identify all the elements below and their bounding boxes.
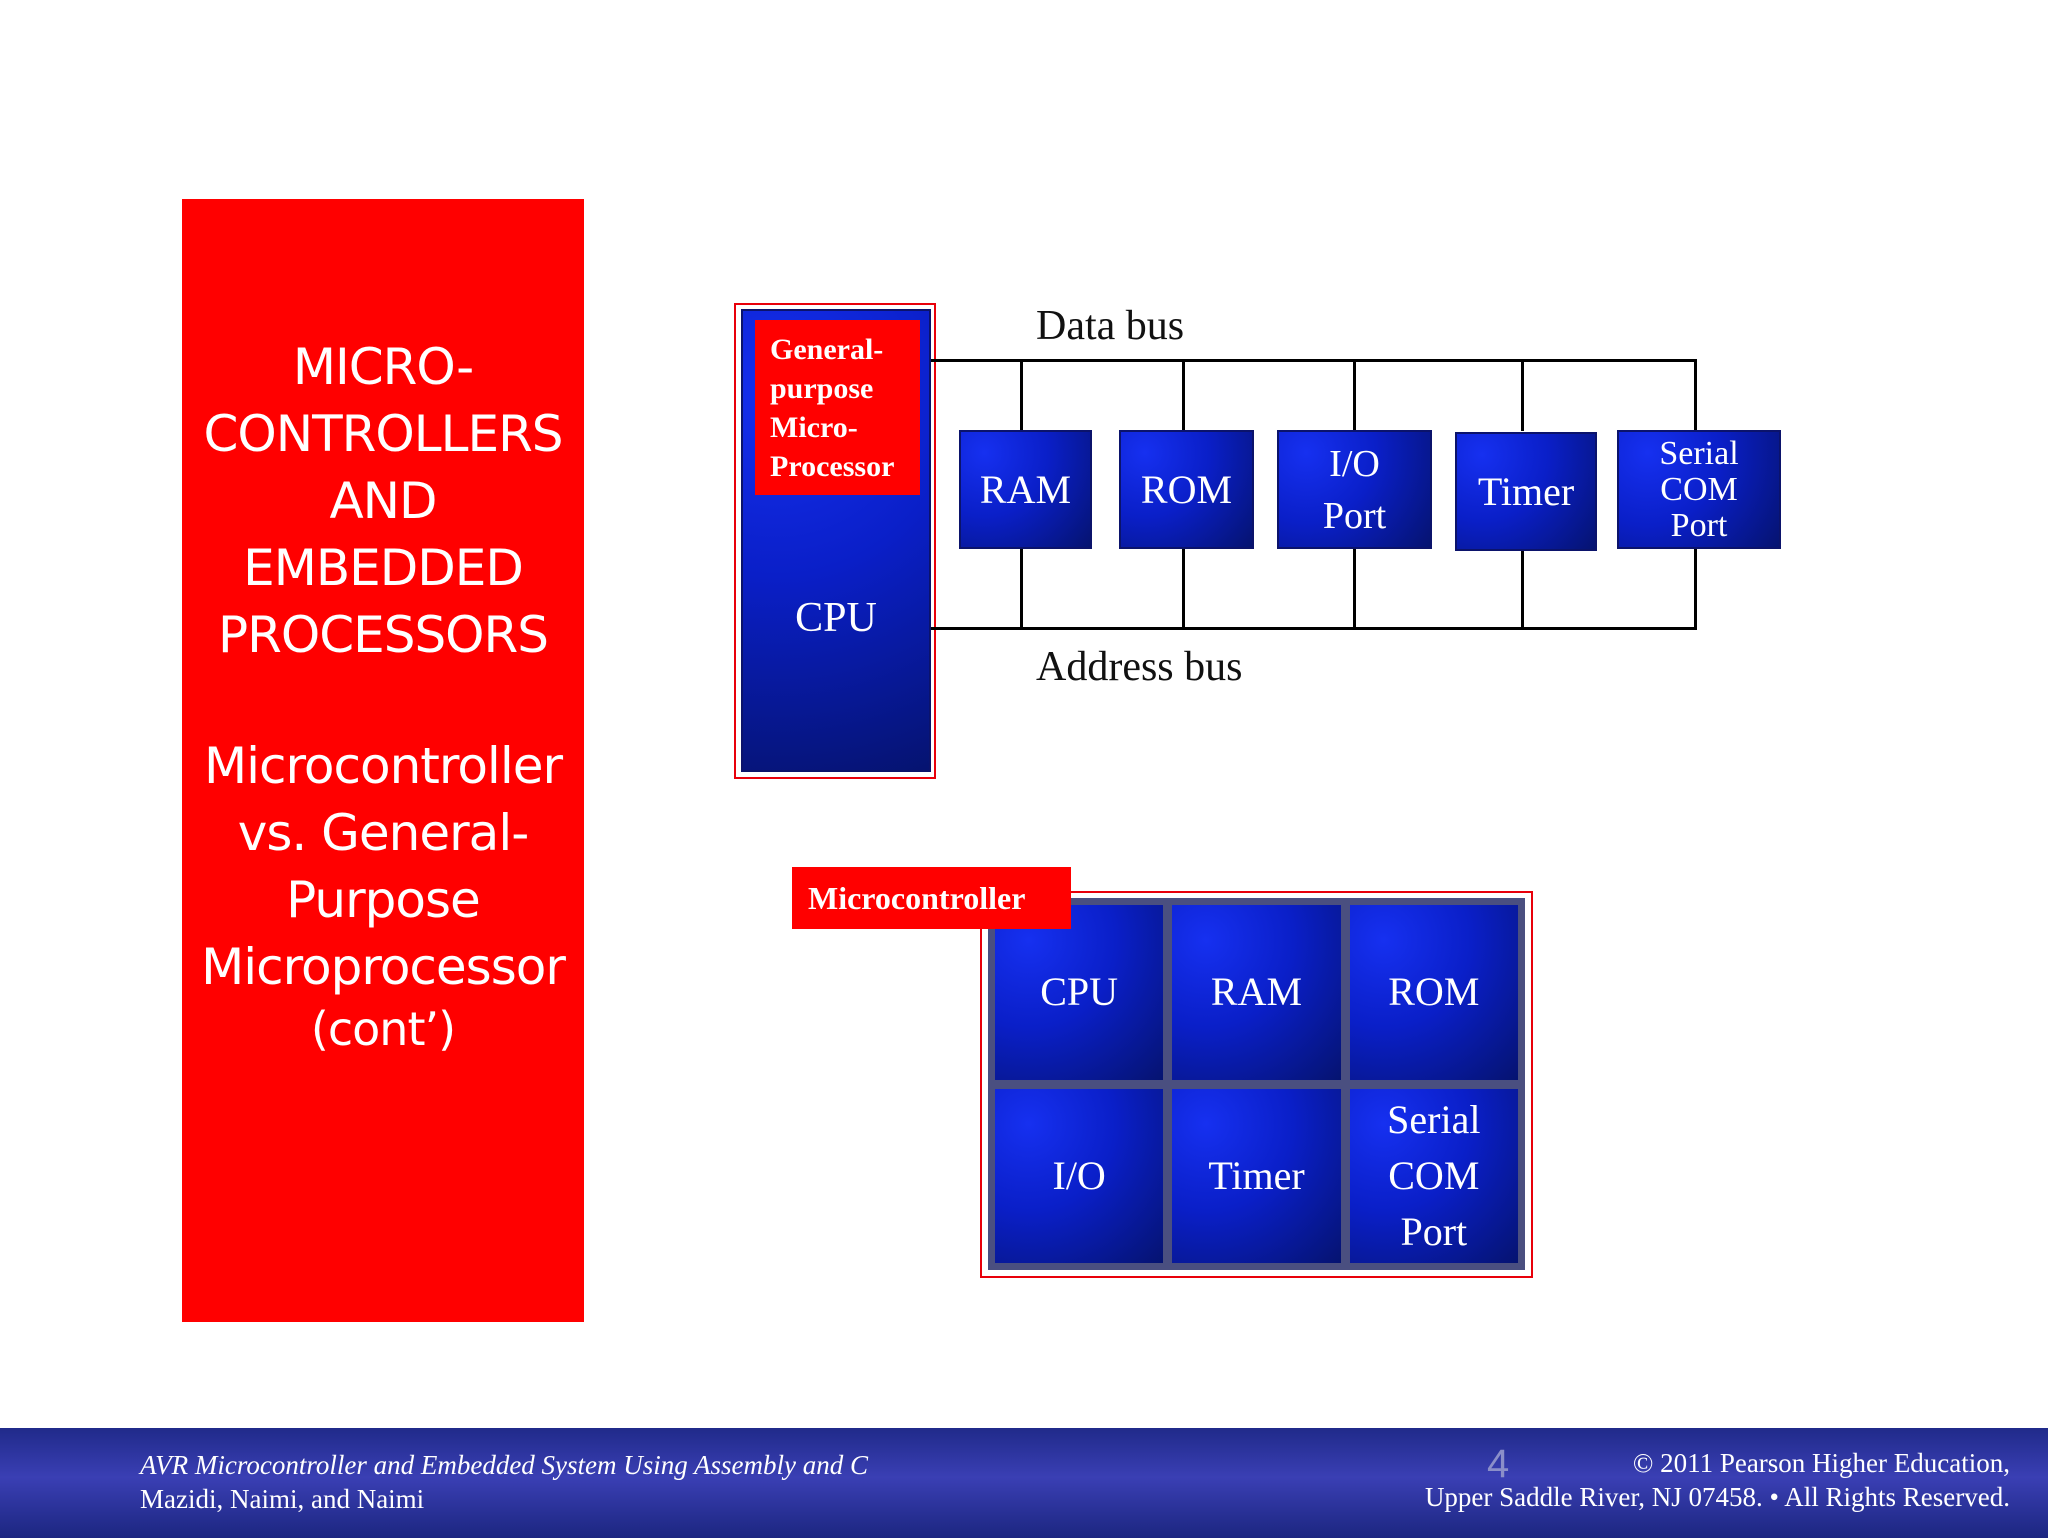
port-text: Port xyxy=(1322,494,1387,537)
gp-label-line: Processor xyxy=(770,450,895,483)
port-text: Port xyxy=(1670,506,1728,544)
ram-address-connector xyxy=(1020,548,1023,628)
subtitle-line: Purpose xyxy=(286,871,481,929)
cpu-text: CPU xyxy=(795,595,877,641)
mc-cell-text: RAM xyxy=(1210,969,1303,1015)
data-bus-line xyxy=(931,359,1697,362)
subtitle-line: vs. General- xyxy=(237,804,530,862)
ram-block: RAM xyxy=(959,430,1092,549)
book-title: AVR Microcontroller and Embedded System … xyxy=(140,1450,869,1480)
slide-heading: MICRO- CONTROLLERS AND EMBEDDED PROCESSO… xyxy=(203,334,563,669)
timer-address-connector xyxy=(1521,550,1524,628)
rom-data-connector xyxy=(1182,361,1185,431)
microcontroller-outline xyxy=(980,891,1533,1278)
mc-cell-text: COM xyxy=(1388,1152,1480,1198)
mc-cell-text: CPU xyxy=(1040,969,1119,1015)
io-data-connector xyxy=(1353,361,1356,431)
mc-cell-text: Timer xyxy=(1208,1152,1305,1198)
mc-cell-text: Serial xyxy=(1387,1096,1481,1142)
mc-timer-cell: Timer xyxy=(1172,1088,1341,1263)
rom-text: ROM xyxy=(1140,467,1233,512)
io-port-block: I/O Port xyxy=(1277,430,1432,549)
copyright-line: © 2011 Pearson Higher Education, xyxy=(1632,1448,2010,1478)
page-number: 4 xyxy=(1487,1442,1510,1486)
gp-processor-label: General- purpose Micro- Processor xyxy=(755,320,920,495)
mc-cell-text: Port xyxy=(1400,1208,1468,1254)
address-bus-label: Address bus xyxy=(1036,644,1243,690)
com-text: COM xyxy=(1660,470,1738,508)
subtitle-line: Microprocessor xyxy=(201,938,566,996)
heading-line: AND xyxy=(329,472,437,530)
io-text: I/O xyxy=(1329,442,1380,485)
title-panel: MICRO- CONTROLLERS AND EMBEDDED PROCESSO… xyxy=(182,199,584,1322)
gp-label-line: General- xyxy=(770,333,884,366)
gp-label-line: purpose xyxy=(770,372,874,405)
mc-ram-cell: RAM xyxy=(1172,905,1341,1080)
subtitle-cont: (cont’) xyxy=(310,1002,456,1056)
slide-footer: AVR Microcontroller and Embedded System … xyxy=(0,1426,2048,1538)
mc-cpu-cell: CPU xyxy=(995,905,1164,1080)
slide-subtitle: Microcontroller vs. General- Purpose Mic… xyxy=(201,733,566,1057)
address-bus-line xyxy=(931,627,1697,630)
mc-serial-com-port-cell: Serial COM Port xyxy=(1349,1088,1518,1263)
heading-line: MICRO- xyxy=(292,338,474,396)
microcontroller-label: Microcontroller xyxy=(792,867,1071,929)
ram-text: RAM xyxy=(979,467,1072,512)
heading-line: CONTROLLERS xyxy=(203,405,563,463)
mc-rom-cell: ROM xyxy=(1349,905,1518,1080)
footer-book-info: AVR Microcontroller and Embedded System … xyxy=(140,1448,868,1516)
timer-text: Timer xyxy=(1477,469,1575,514)
io-address-connector xyxy=(1353,548,1356,628)
timer-block: Timer xyxy=(1455,432,1597,551)
mc-io-cell: I/O xyxy=(995,1088,1164,1263)
data-bus-label: Data bus xyxy=(1036,303,1185,349)
cpu-outline xyxy=(734,303,936,779)
ram-data-connector xyxy=(1020,361,1023,431)
timer-data-connector xyxy=(1521,361,1524,431)
gp-label-line: Micro- xyxy=(770,411,858,444)
mc-cell-text: I/O xyxy=(1052,1152,1106,1198)
book-authors: Mazidi, Naimi, and Naimi xyxy=(140,1484,425,1514)
microcontroller-grid: CPU RAM ROM I/O Timer Serial COM Port xyxy=(988,898,1525,1270)
rom-address-connector xyxy=(1182,548,1185,628)
heading-line: EMBEDDED xyxy=(243,539,524,597)
subtitle-line: Microcontroller xyxy=(203,737,563,795)
serial-text: Serial xyxy=(1659,434,1739,472)
heading-line: PROCESSORS xyxy=(217,606,549,664)
rom-block: ROM xyxy=(1119,430,1254,549)
copyright-line: Upper Saddle River, NJ 07458. • All Righ… xyxy=(1424,1482,2010,1512)
serial-com-port-block: Serial COM Port xyxy=(1617,430,1781,549)
footer-copyright: © 2011 Pearson Higher Education, Upper S… xyxy=(1425,1446,2010,1514)
mc-cell-text: ROM xyxy=(1388,969,1480,1015)
